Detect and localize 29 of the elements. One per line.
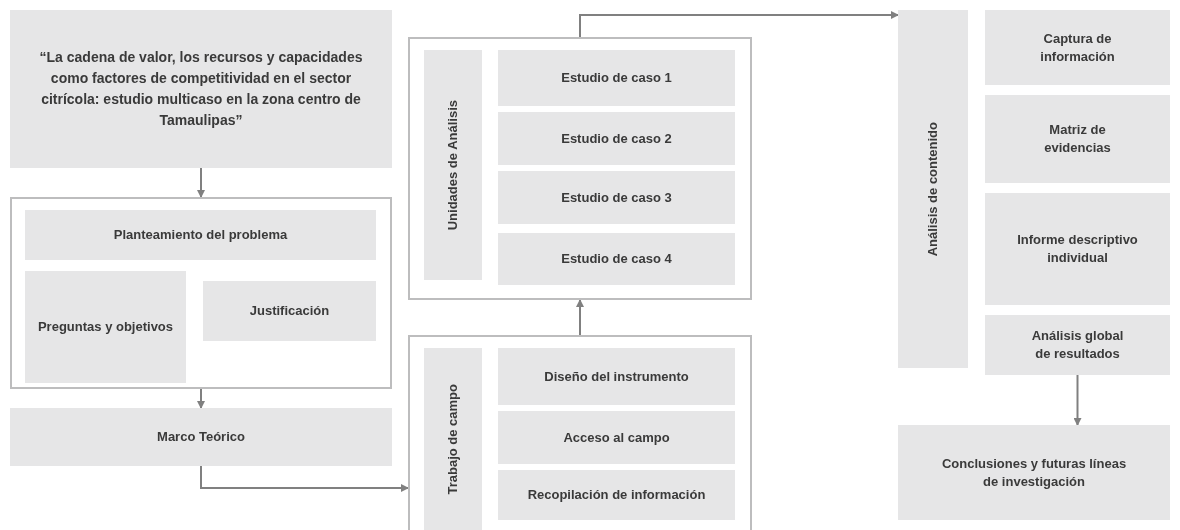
process-box: Conclusiones y futuras líneas de investigación <box>898 425 1170 520</box>
arrow <box>579 11 899 38</box>
vertical-label-box: Análisis de contenido <box>898 10 968 368</box>
process-box: Acceso al campo <box>498 411 735 464</box>
arrow <box>1073 374 1082 426</box>
process-box: Justificación <box>203 281 376 341</box>
process-box: Estudio de caso 1 <box>498 50 735 106</box>
vertical-label-box: Trabajo de campo <box>424 348 482 530</box>
arrow <box>197 167 205 198</box>
process-box: Diseño del instrumento <box>498 348 735 405</box>
arrow <box>200 465 409 492</box>
process-box: Estudio de caso 4 <box>498 233 735 285</box>
process-box: Estudio de caso 2 <box>498 112 735 165</box>
title-box: “La cadena de valor, los recursos y capacidades como factores de competitividad en el sector citrícola: estudio multicaso en la zona centro de Tamaulipas” <box>10 10 392 168</box>
arrow <box>576 299 584 336</box>
process-box: Preguntas y objetivos <box>25 271 186 383</box>
group-frame <box>408 335 752 530</box>
process-box: Análisis global de resultados <box>985 315 1170 375</box>
process-box: Matriz de evidencias <box>985 95 1170 183</box>
process-box: Recopilación de información <box>498 470 735 520</box>
vertical-label-box: Unidades de Análisis <box>424 50 482 280</box>
process-box: Informe descriptivo individual <box>985 193 1170 305</box>
group-frame <box>408 37 752 300</box>
process-box: Marco Teórico <box>10 408 392 466</box>
arrow <box>197 388 205 409</box>
process-box: Estudio de caso 3 <box>498 171 735 224</box>
process-box: Captura de información <box>985 10 1170 85</box>
group-frame <box>10 197 392 389</box>
process-box: Planteamiento del problema <box>25 210 376 260</box>
